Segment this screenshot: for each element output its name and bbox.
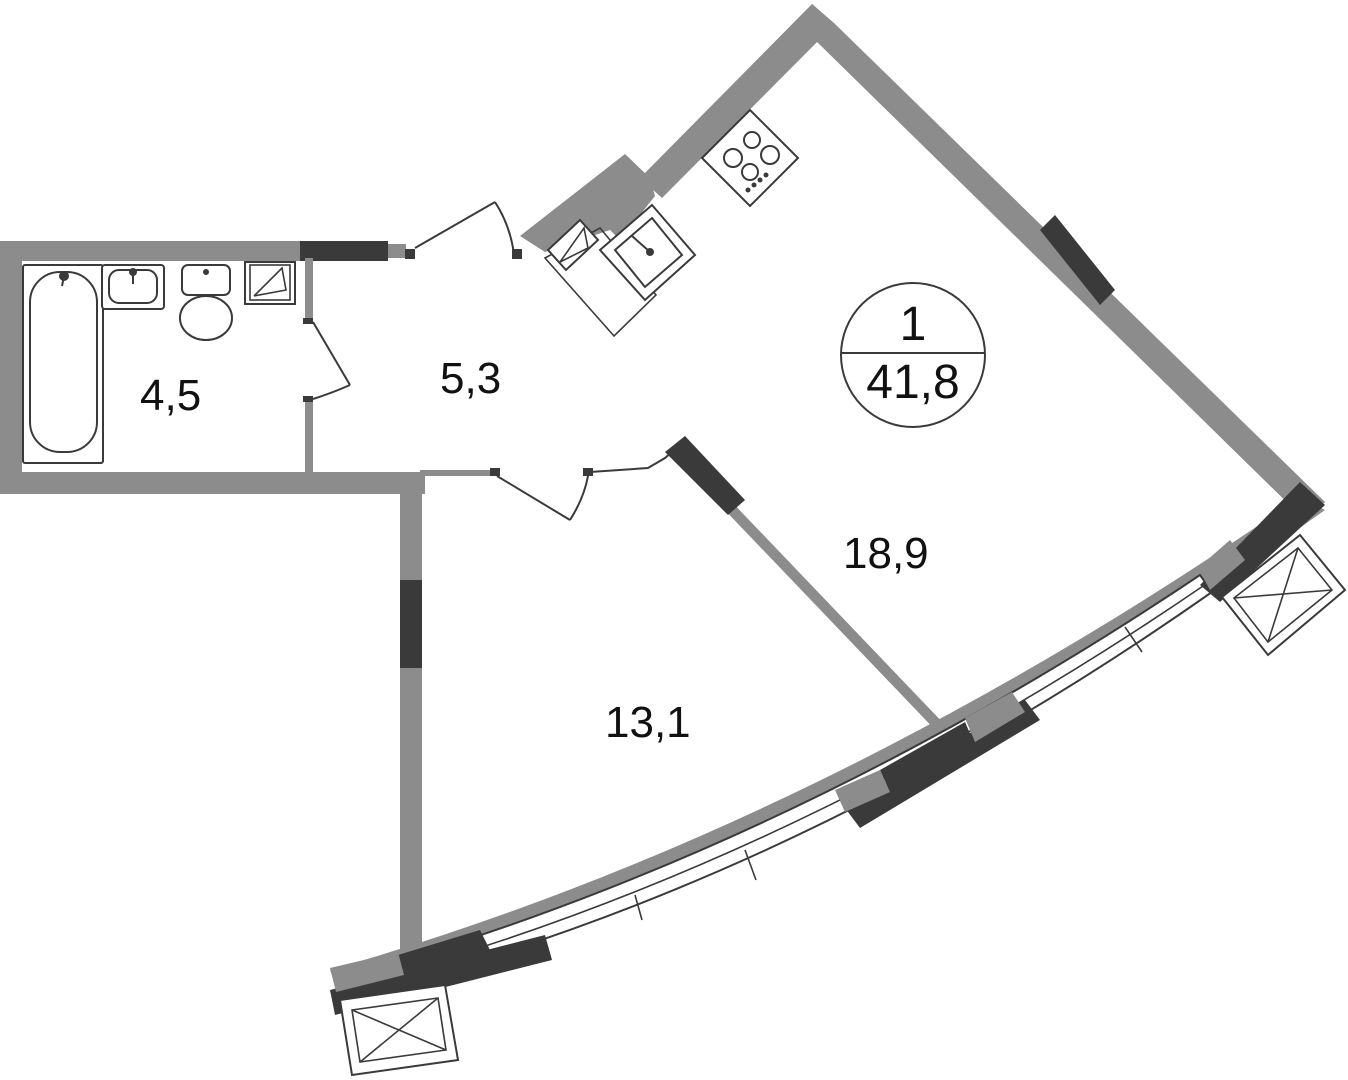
hallway-area-label: 5,3 (440, 354, 501, 403)
toilet-icon (179, 264, 233, 341)
bedroom-area-label: 13,1 (605, 698, 691, 747)
facade-dark-5 (1200, 482, 1325, 602)
facade-band-outer (330, 497, 1325, 992)
wall-bath-hall-lower (305, 398, 313, 474)
doors (303, 201, 593, 521)
air-conditioner-icon (338, 983, 460, 1077)
facade-grey-3 (965, 692, 1025, 742)
window-bedroom-left (400, 580, 422, 668)
wall-partition (720, 498, 948, 735)
facade-grey-1 (330, 952, 404, 992)
wall-bath-bottom (0, 472, 425, 494)
window-bath-top (300, 241, 388, 261)
stove-icon (700, 108, 800, 208)
air-conditioner-icon (1220, 533, 1347, 657)
wall-kitchen-diag (640, 4, 835, 198)
wall-bath-left (0, 241, 22, 493)
shaft-icon (244, 261, 296, 305)
window-right-diag (1040, 215, 1115, 305)
bathtub-icon (22, 264, 104, 464)
wall-niche (520, 154, 655, 252)
facade-grey-2 (835, 770, 890, 812)
kitchen-living-area-label: 18,9 (843, 529, 929, 578)
sink-icon (101, 264, 165, 310)
niche-shaft-icon (546, 218, 600, 272)
wall-bath-top (0, 241, 300, 261)
rooms-count: 1 (900, 298, 927, 351)
kitchen-sink-icon (598, 203, 697, 302)
partition-stub (589, 451, 673, 473)
total-area: 41,8 (866, 356, 959, 409)
wall-hall-bed-top (420, 470, 495, 476)
walls (0, 4, 1325, 952)
facade-dark-2 (398, 930, 490, 975)
facade (330, 482, 1325, 1015)
wall-bedroom-left (400, 472, 422, 952)
bathroom-area-label: 4,5 (140, 371, 201, 420)
wall-partition-dark (665, 436, 745, 515)
apartment-badge: 1 41,8 (840, 282, 986, 428)
facade-dark-4 (880, 722, 975, 792)
facade-grey-4 (1198, 540, 1245, 590)
wall-stub-top (388, 244, 406, 258)
wall-bath-hall (305, 258, 313, 320)
